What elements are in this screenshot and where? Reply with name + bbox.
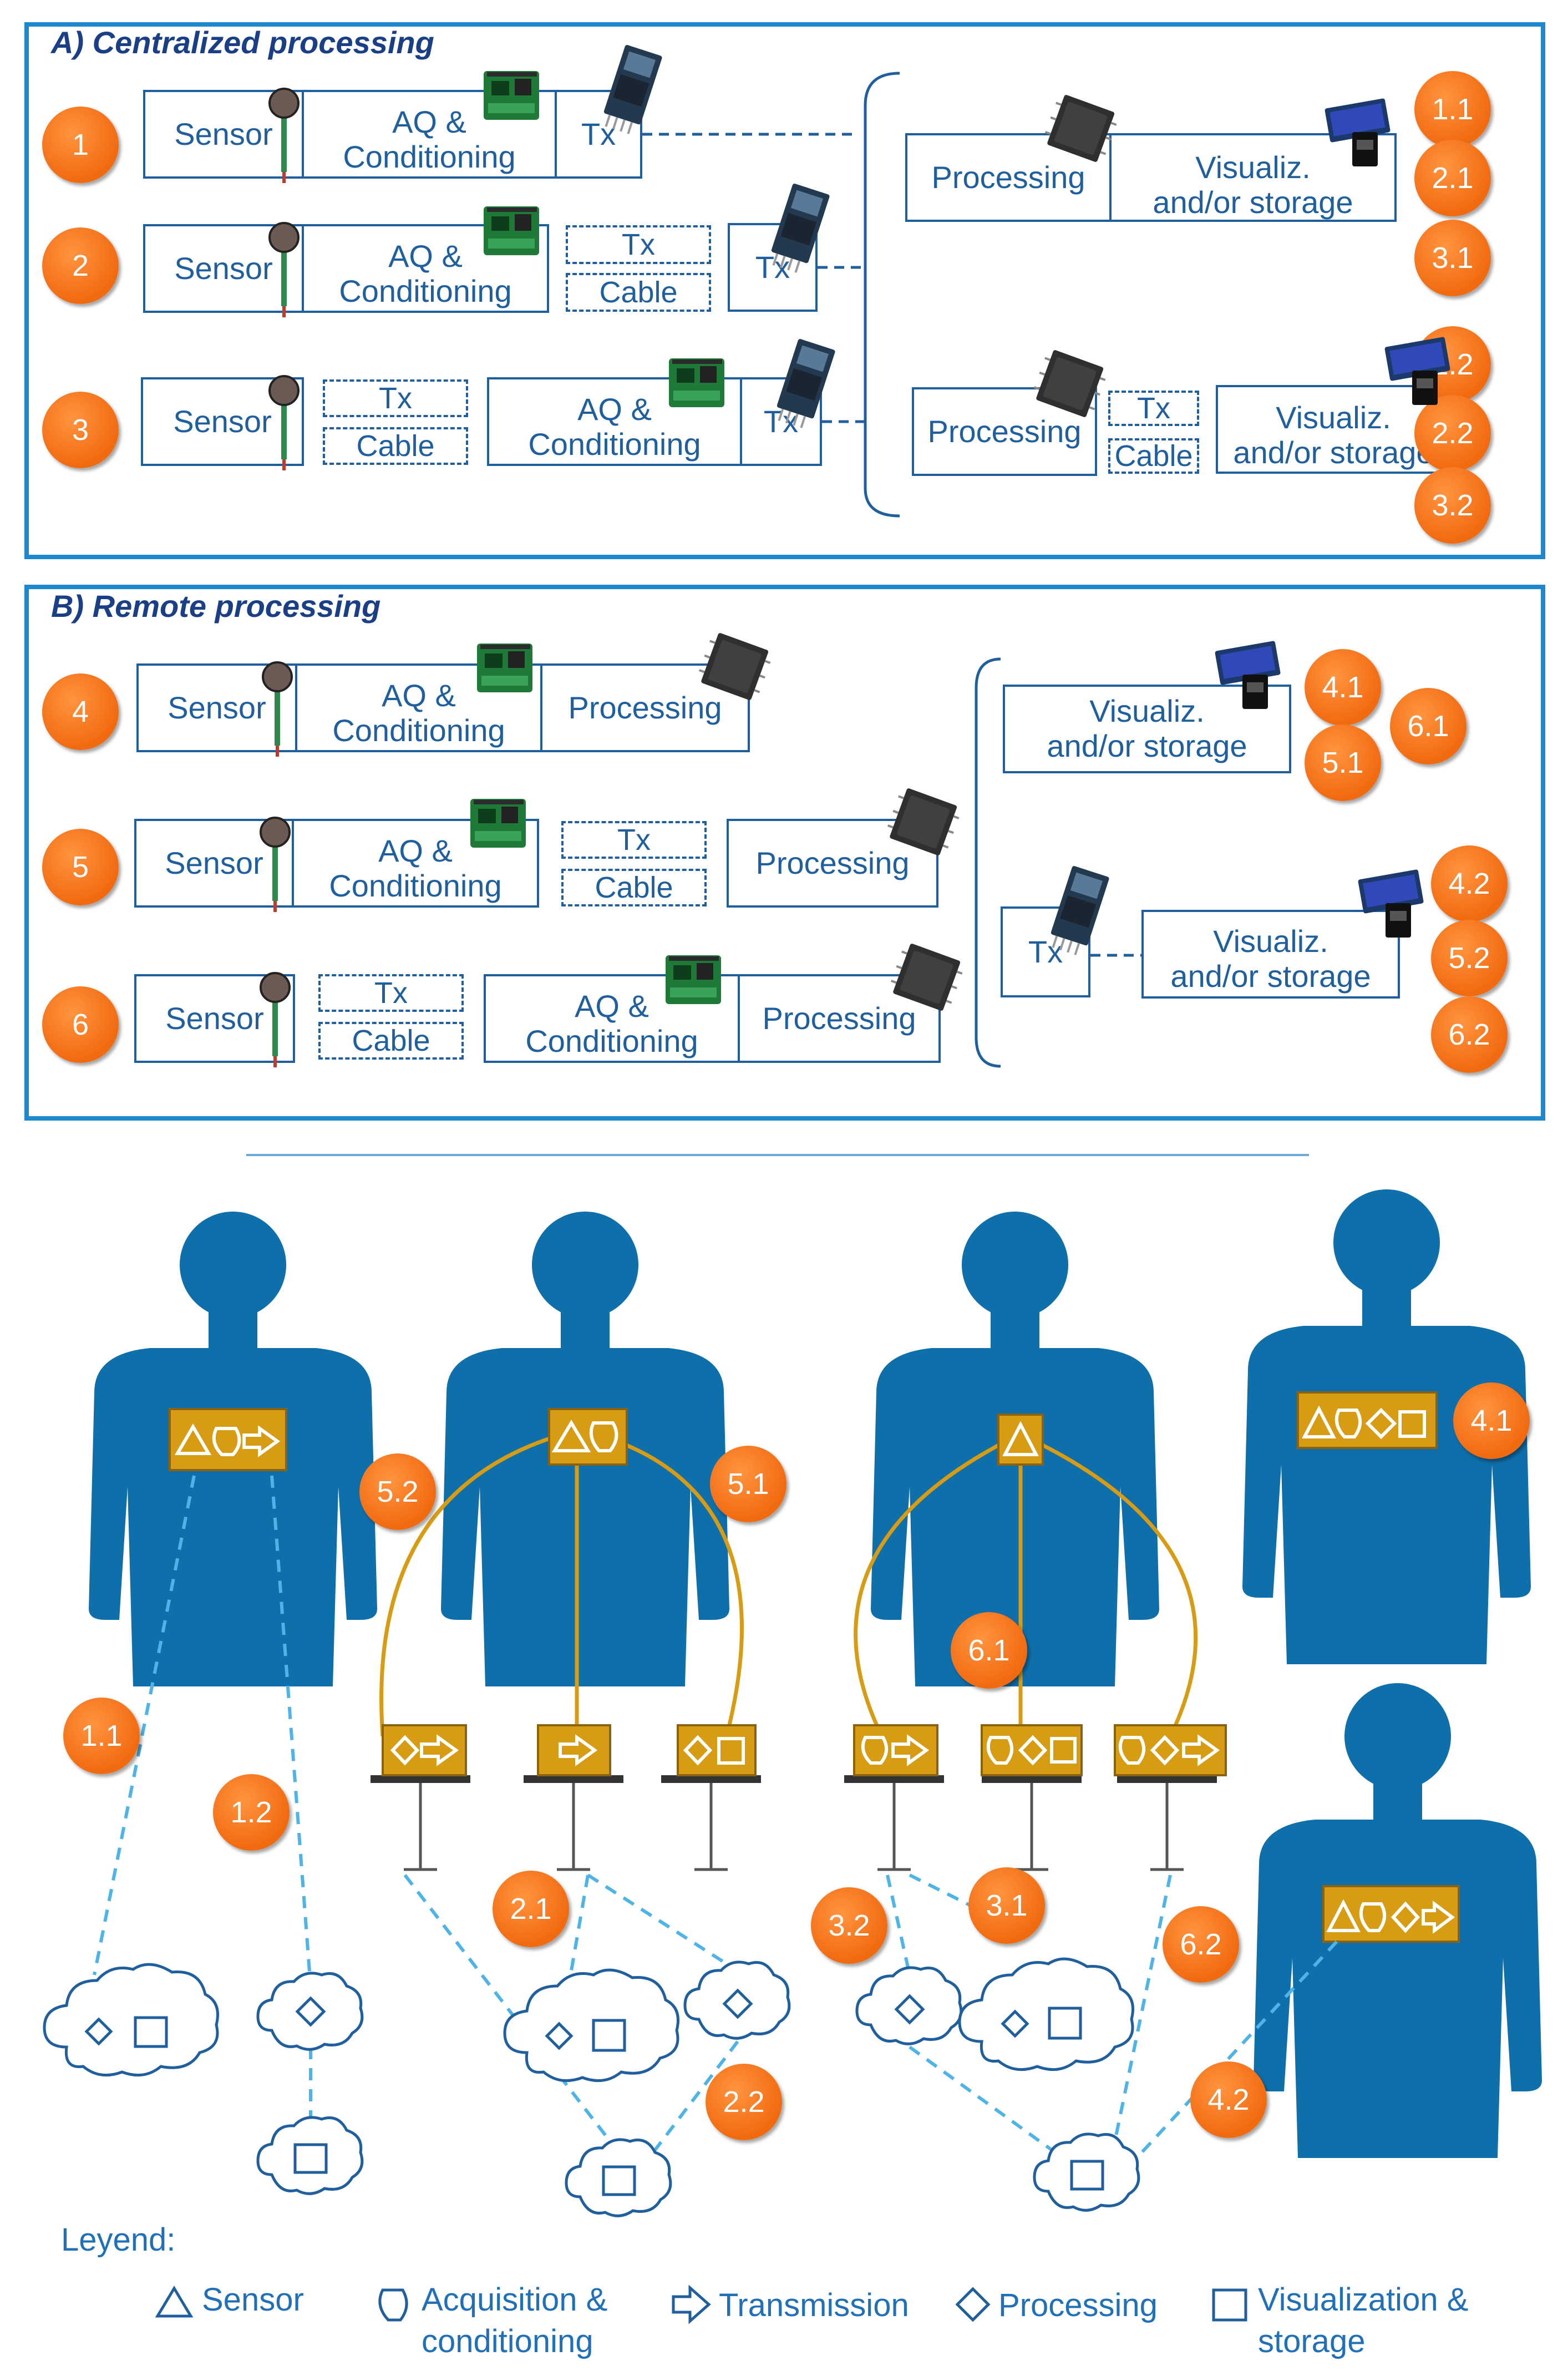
option-badge: 6.1 (1390, 688, 1466, 764)
base-station (1117, 1775, 1217, 1870)
display-sd-icon (1384, 336, 1451, 405)
visualization-storage-block: Visualiz. and/or storage (1141, 910, 1400, 999)
scenario-badge: 3.1 (968, 1867, 1045, 1944)
option-badge: 4.1 (1305, 649, 1381, 726)
chip-icon (886, 940, 967, 1015)
deployment-scene (0, 1154, 1542, 2324)
scenario-badge: 2.1 (493, 1871, 569, 1947)
chip-icon (694, 629, 775, 704)
sensor-icon (263, 662, 292, 757)
sensor-icon (270, 376, 298, 470)
aq-conditioning-block: AQ & Conditioning (295, 663, 542, 752)
scenario-badge: 1.2 (213, 1774, 290, 1851)
conditioning-board-icon (477, 644, 532, 692)
chip-icon (1029, 346, 1110, 421)
display-sd-icon (1215, 640, 1281, 709)
legend-transmission: Transmission (719, 2287, 909, 2323)
display-sd-icon (1325, 98, 1391, 166)
sensor-icon (261, 973, 290, 1067)
panel-a-title: A) Centralized processing (51, 25, 434, 60)
scenario-badge: 1.1 (63, 1698, 140, 1774)
option-badge: 6.2 (1431, 996, 1508, 1073)
row-badge-5: 5 (42, 829, 119, 905)
legend-sensor: Sensor (202, 2282, 304, 2318)
optional-cable-block: Cable (323, 427, 468, 465)
sensor-icon (261, 818, 290, 912)
visualization-storage-block: Visualiz. and/or storage (1216, 385, 1451, 474)
optional-cable-block: Cable (566, 273, 711, 312)
scenario-badge: 5.1 (710, 1446, 786, 1522)
conditioning-board-icon (484, 206, 539, 255)
option-badge: 5.1 (1305, 725, 1381, 801)
scenario-badge: 3.2 (811, 1887, 887, 1964)
base-station (524, 1775, 623, 1870)
optional-cable-block: Cable (1108, 438, 1199, 474)
legend-acquisition: Acquisition & conditioning (422, 2282, 608, 2360)
tx-module-icon (1046, 864, 1111, 959)
cloud-vis-processing (960, 1959, 1133, 2070)
legend-processing: Processing (998, 2287, 1158, 2323)
option-badge: 1.1 (1414, 71, 1491, 148)
row-badge-1: 1 (42, 107, 119, 183)
base-station (661, 1775, 761, 1870)
visualization-storage-block: Visualiz. and/or storage (1109, 133, 1397, 222)
legend-icons (155, 2284, 1247, 2324)
optional-cable-block: Cable (561, 869, 707, 906)
cloud-storage (566, 2140, 671, 2216)
optional-tx-block: Tx (323, 379, 468, 417)
panel-b-title: B) Remote processing (51, 589, 381, 624)
processing-block: Processing (727, 819, 938, 908)
row-badge-3: 3 (42, 392, 119, 468)
tx-module-icon (766, 182, 831, 277)
chip-icon (1040, 91, 1122, 166)
cloud-processing (857, 1968, 961, 2044)
option-badge: 5.2 (1431, 920, 1508, 996)
conditioning-board-icon (669, 358, 724, 407)
sensor-icon (270, 223, 298, 317)
sensor-icon (270, 89, 298, 183)
panel-connectors (0, 43, 1451, 1165)
scenario-badge: 4.1 (1453, 1382, 1530, 1459)
optional-tx-block: Tx (1108, 391, 1199, 426)
base-station (371, 1775, 470, 1870)
aq-conditioning-block: AQ & Conditioning (302, 90, 557, 179)
optional-tx-block: Tx (566, 225, 711, 264)
cloud-storage (1034, 2134, 1139, 2210)
tx-module-icon (772, 337, 837, 432)
cloud-processing (685, 1962, 789, 2038)
cloud-storage (258, 2117, 362, 2193)
row-badge-6: 6 (42, 986, 119, 1063)
optional-tx-block: Tx (318, 974, 464, 1012)
scenario-badge: 6.2 (1163, 1906, 1239, 1983)
option-badge: 4.2 (1431, 845, 1508, 922)
legend-visualization: Visualization & storage (1258, 2282, 1469, 2360)
scenario-badge: 4.2 (1190, 2061, 1267, 2138)
display-sd-icon (1358, 869, 1424, 938)
conditioning-board-icon (470, 799, 526, 848)
legend-title: Leyend: (61, 2222, 176, 2258)
base-station (844, 1775, 944, 1870)
option-badge: 3.2 (1414, 467, 1491, 544)
scenario-badge: 6.1 (951, 1612, 1027, 1689)
sensor-block: Sensor (134, 819, 294, 908)
base-station (982, 1775, 1082, 1870)
conditioning-board-icon (484, 71, 539, 120)
option-badge: 2.2 (1414, 395, 1491, 472)
row-badge-4: 4 (42, 673, 119, 750)
option-badge: 2.1 (1414, 140, 1491, 216)
chip-icon (882, 784, 964, 859)
panel-a-frame (24, 22, 1545, 559)
scenario-badge: 2.2 (706, 2064, 782, 2140)
cloud-vis-processing (44, 1964, 218, 2075)
cloud-vis-processing (505, 1970, 678, 2081)
conditioning-board-icon (666, 955, 721, 1004)
option-badge: 3.1 (1414, 220, 1491, 296)
row-badge-2: 2 (42, 227, 119, 304)
optional-cable-block: Cable (318, 1022, 464, 1060)
scenario-badge: 5.2 (359, 1453, 436, 1530)
tx-module-icon (598, 43, 664, 138)
cloud-processing (258, 1973, 362, 2049)
panel-b-frame (24, 585, 1545, 1121)
optional-tx-block: Tx (561, 821, 707, 859)
